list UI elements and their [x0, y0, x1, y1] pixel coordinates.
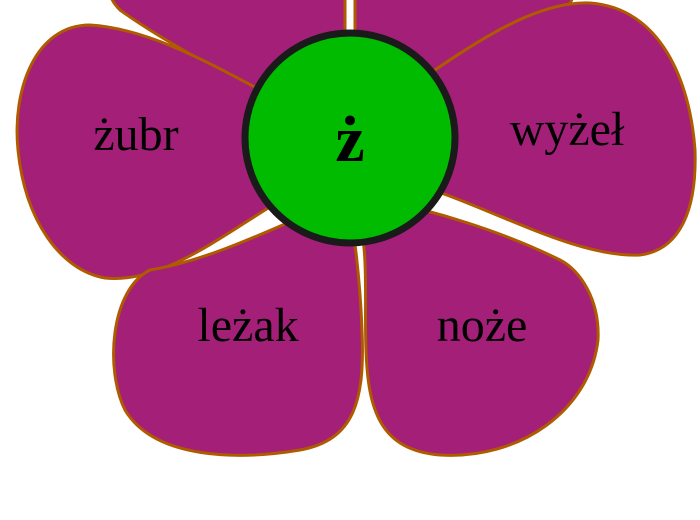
center-letter: ż — [335, 103, 365, 176]
center-disc — [241, 29, 459, 247]
petal-word-bottom-right: noże — [436, 299, 528, 352]
petal-bottom-left — [112, 198, 364, 457]
petal-word-left: żubr — [93, 108, 179, 161]
petal-word-right: wyżeł — [509, 103, 625, 156]
petal-left — [15, 23, 343, 280]
petal-word-bottom-left: leżak — [197, 299, 299, 352]
petal-bottom-right — [352, 198, 600, 457]
